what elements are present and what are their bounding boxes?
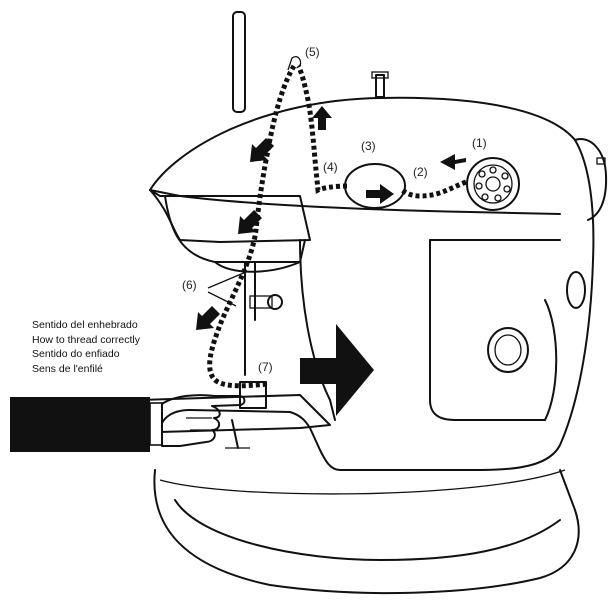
big-arrow-right [300, 324, 374, 416]
machine-head [149, 189, 311, 376]
threading-caption: Sentido del enhebrado How to thread corr… [32, 318, 140, 376]
step-label-3: (3) [361, 139, 376, 153]
step-label-2: (2) [413, 165, 428, 179]
thread-guide-disc [344, 163, 406, 209]
arrow-3 [366, 184, 394, 204]
machine-base [153, 469, 580, 595]
arrow-down-left-3 [196, 306, 220, 330]
arrow-1 [440, 154, 466, 170]
arrow-4-up [312, 106, 332, 130]
arrow-down-left-2 [238, 210, 262, 234]
arrow-down-left-1 [250, 138, 274, 162]
step-label-5: (5) [305, 45, 320, 59]
tension-dial [466, 157, 520, 211]
caption-line-spanish: Sentido del enhebrado [32, 319, 138, 331]
step-label-6: (6) [182, 278, 197, 292]
hand-illustration [10, 394, 246, 452]
spool-pin [232, 11, 246, 113]
caption-line-portuguese: Sentido do enfiado [32, 348, 120, 360]
step-label-7: (7) [258, 360, 273, 374]
caption-line-french: Sens de l'enfilé [32, 362, 103, 375]
step-label-4: (4) [323, 160, 338, 174]
caption-line-english: How to thread correctly [32, 333, 140, 346]
direction-arrows [196, 106, 466, 416]
sleeve [10, 397, 150, 452]
machine-body [149, 71, 608, 471]
step-label-1: (1) [472, 136, 487, 150]
thread-path [207, 56, 467, 389]
